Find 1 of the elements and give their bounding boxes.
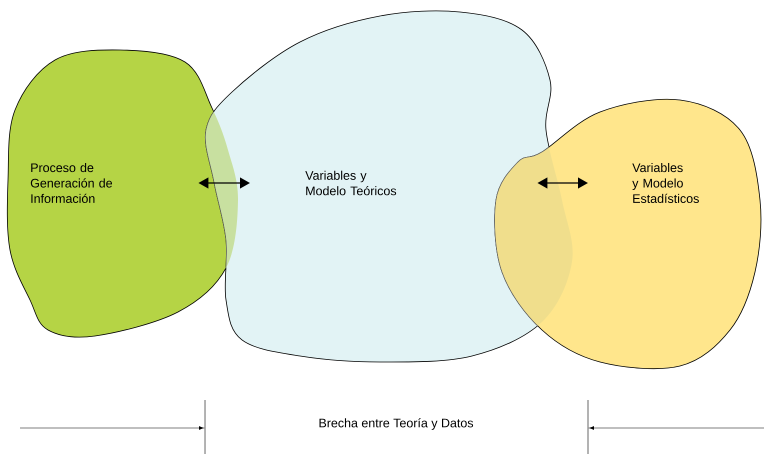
dimension-label: Brecha entre Teoría y Datos (320, 418, 474, 430)
